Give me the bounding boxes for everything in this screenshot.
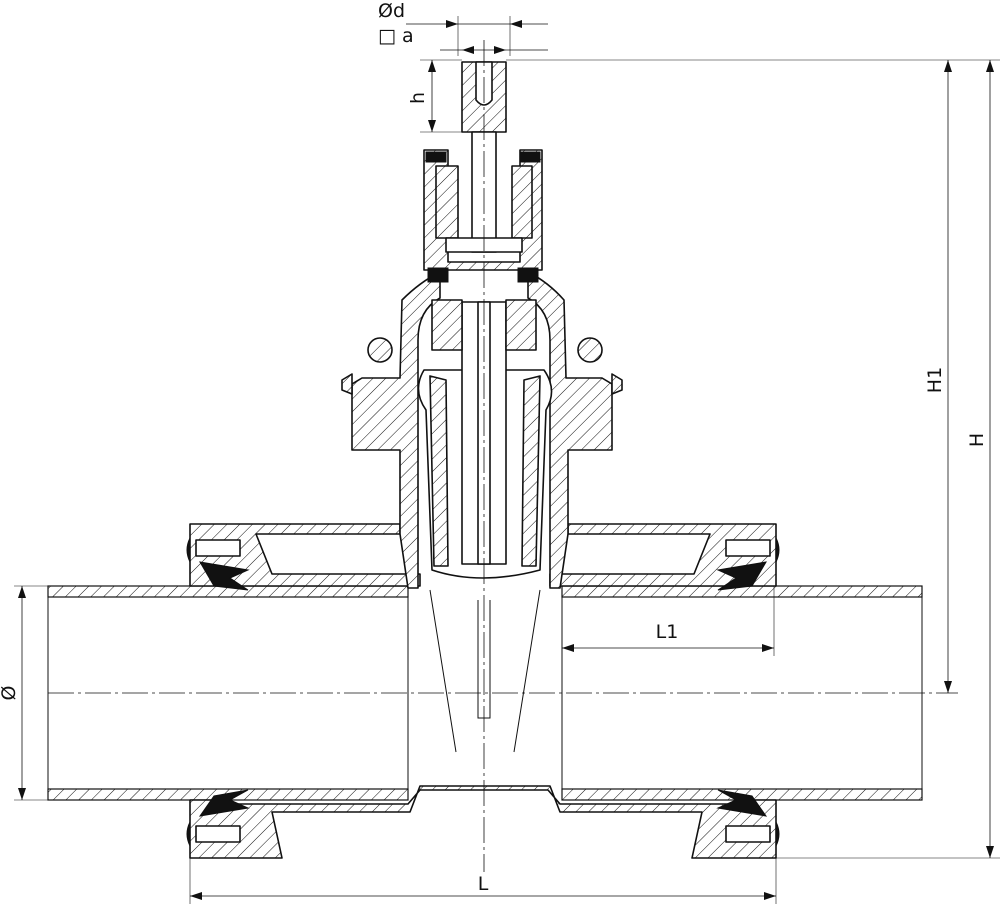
- dimension-H1-H: [506, 59, 1000, 859]
- seal-top-left: [186, 537, 250, 591]
- seal-bottom-right: [716, 789, 780, 847]
- label-stem-diameter: Ød: [378, 0, 405, 22]
- socket-seals: [186, 537, 780, 847]
- label-insertion-length: L1: [656, 621, 679, 643]
- dimension-L: [189, 858, 777, 904]
- dimension-pipe-diameter: [14, 585, 48, 801]
- label-overall-height: H: [966, 433, 988, 447]
- label-square-size: □ a: [378, 25, 414, 47]
- seal-top-right: [716, 537, 780, 591]
- label-pipe-diameter: Ø: [0, 686, 20, 701]
- dimension-h: [420, 59, 462, 133]
- dimension-L1: [562, 586, 775, 656]
- seal-bottom-left: [186, 789, 250, 847]
- label-overall-length: L: [478, 873, 489, 895]
- dimension-d: [406, 16, 548, 56]
- label-height-to-axis: H1: [924, 367, 946, 393]
- label-square-height: h: [407, 92, 429, 104]
